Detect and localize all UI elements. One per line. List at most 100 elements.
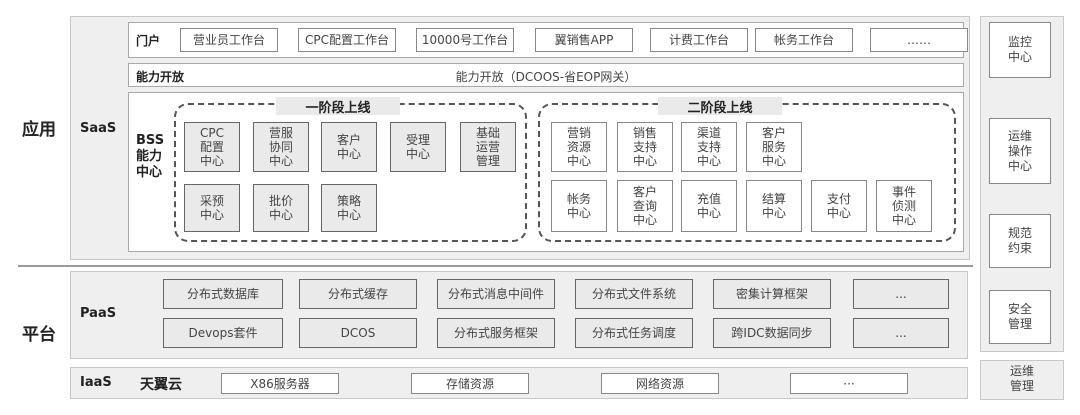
portal-item-text: 帐务工作台 [773,33,834,47]
paas-component-text: ... [895,287,907,301]
capability-label: 能力开放 [136,70,185,84]
iaas-resource: 存储资源 [411,373,529,394]
stage2-center: 客户 查询 中心 [617,180,673,232]
layer-label-app: 应用 [22,120,56,140]
stage1-title: 一阶段上线 [276,97,400,116]
iaas-resource: 网络资源 [601,373,719,394]
stage2-center: 充值 中心 [681,180,737,232]
iaas-resource-text: ··· [843,376,855,391]
paas-component-text: DCOS [340,326,376,340]
portal-item-text: …… [907,33,931,47]
paas-component: 跨IDC数据同步 [713,318,831,348]
stage1-center: 策略 中心 [321,184,377,232]
ops-item: 监控 中心 [989,22,1051,78]
right-bottom-label: 运维 管理 [1009,364,1034,393]
paas-component-text: 分布式消息中间件 [447,287,544,301]
stage2-center-text: 帐务 中心 [566,192,591,220]
paas-component-text: 密集计算框架 [735,287,808,301]
portal-item: 10000号工作台 [416,28,514,52]
paas-component: 分布式服务框架 [437,318,555,348]
paas-component: 分布式数据库 [163,279,283,309]
stage1-center-text: 策略 中心 [336,194,361,222]
paas-component-text: Devops套件 [188,326,258,340]
portal-item-text: 10000号工作台 [421,33,509,47]
paas-component: 密集计算框架 [713,279,831,309]
paas-component-text: 跨IDC数据同步 [731,326,813,340]
ops-item-text: 规范 约束 [1007,226,1032,255]
paas-label: PaaS [80,306,117,321]
stage2-center-text: 渠道 支持 中心 [696,126,721,168]
iaas-provider: 天翼云 [140,377,182,393]
stage1-center: 采预 中心 [184,184,240,232]
stage1-center: 受理 中心 [390,122,446,172]
right-bottom-panel [980,360,1064,400]
stage1-center: 客户 中心 [321,122,377,172]
portal-item-text: 翼销售APP [554,33,614,47]
iaas-resource: X86服务器 [221,373,339,394]
stage1-center-text: 采预 中心 [199,194,224,222]
paas-component-text: 分布式任务调度 [591,326,676,340]
portal-item: 计费工作台 [650,28,748,52]
stage2-center: 结算 中心 [746,180,802,232]
stage2-center-text: 营销 资源 中心 [566,126,591,168]
portal-item-text: CPC配置工作台 [305,33,389,47]
portal-item: 翼销售APP [535,28,633,52]
stage1-center: 批价 中心 [253,184,309,232]
bss-label: BSS 能力 中心 [136,133,165,180]
paas-component: 分布式消息中间件 [437,279,555,309]
stage1-center-text: CPC 配置 中心 [199,126,224,168]
stage1-center-text: 批价 中心 [268,194,293,222]
stage2-center-text: 事件 侦测 中心 [891,185,916,227]
portal-item-text: 营业员工作台 [192,33,265,47]
stage2-center: 帐务 中心 [551,180,607,232]
portal-item-text: 计费工作台 [668,33,729,47]
stage2-center: 支付 中心 [811,180,867,232]
stage2-center-text: 支付 中心 [826,192,851,220]
paas-component-text: 分布式服务框架 [453,326,538,340]
stage2-center-text: 销售 支持 中心 [632,126,657,168]
ops-item-text: 安全 管理 [1007,302,1032,331]
stage2-title: 二阶段上线 [658,97,782,116]
portal-label: 门户 [136,34,161,48]
portal-item: …… [870,28,968,52]
stage2-center: 渠道 支持 中心 [681,122,737,172]
portal-item: 营业员工作台 [180,28,278,52]
layer-divider [18,265,973,267]
stage2-center-text: 结算 中心 [761,192,786,220]
iaas-resource: ··· [790,373,908,394]
ops-item: 安全 管理 [989,290,1051,344]
stage2-center: 销售 支持 中心 [617,122,673,172]
capability-row [128,63,964,87]
stage2-center: 事件 侦测 中心 [876,180,932,232]
stage1-center-text: 基础 运营 管理 [475,126,500,168]
iaas-resource-text: X86服务器 [250,376,310,391]
ops-item-text: 运维 操作 中心 [1007,128,1032,173]
paas-component-text: 分布式文件系统 [591,287,676,301]
paas-component: Devops套件 [163,318,283,348]
paas-component: 分布式文件系统 [575,279,693,309]
stage2-center: 客户 服务 中心 [746,122,802,172]
stage1-center: CPC 配置 中心 [184,122,240,172]
stage1-center-text: 受理 中心 [405,133,430,161]
ops-item: 规范 约束 [989,214,1051,268]
portal-item: CPC配置工作台 [298,28,396,52]
ops-item-text: 监控 中心 [1007,35,1032,64]
paas-component: 分布式任务调度 [575,318,693,348]
stage1-center-text: 营服 协同 中心 [268,126,293,168]
capability-content: 能力开放（DCOOS-省EOP网关） [455,70,637,84]
stage1-center: 营服 协同 中心 [253,122,309,172]
paas-component: DCOS [299,318,417,348]
paas-component-text: ... [895,326,907,340]
saas-label: SaaS [80,121,117,136]
stage2-center: 营销 资源 中心 [551,122,607,172]
paas-component: ... [853,318,949,348]
portal-item: 帐务工作台 [755,28,853,52]
ops-item: 运维 操作 中心 [989,118,1051,184]
iaas-resource-text: 网络资源 [635,376,684,391]
stage2-center-text: 客户 服务 中心 [761,126,786,168]
stage2-center-text: 客户 查询 中心 [632,185,657,227]
paas-component: ... [853,279,949,309]
paas-component-text: 分布式缓存 [327,287,388,301]
stage1-center: 基础 运营 管理 [460,122,516,172]
paas-component: 分布式缓存 [299,279,417,309]
